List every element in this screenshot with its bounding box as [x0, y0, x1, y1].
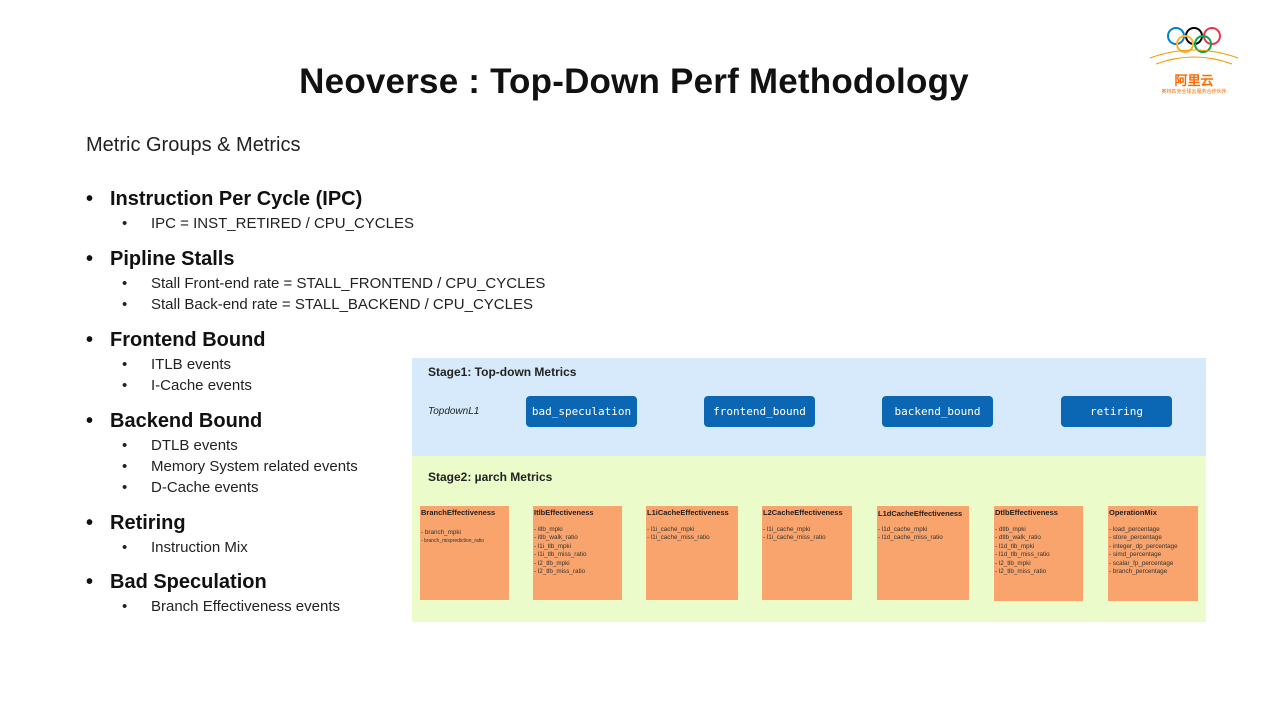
metric-group-title: DtlbEffectiveness	[995, 508, 1058, 517]
metric-pill-bad-speculation: bad_speculation	[526, 396, 637, 427]
slide-subtitle: Metric Groups & Metrics	[86, 134, 301, 156]
section-item: D-Cache events	[151, 479, 259, 496]
metric-item: - l1i_cache_miss_ratio	[763, 534, 826, 542]
section-item: Memory System related events	[151, 458, 358, 475]
aliyun-olympic-logo: 阿里云 奥林匹克全球云服务合作伙伴	[1146, 22, 1242, 102]
metric-group-title: ItlbEffectiveness	[534, 508, 594, 517]
section-pipeline-stalls: •Pipline Stalls •Stall Front-end rate = …	[86, 248, 546, 313]
section-heading: Bad Speculation	[110, 571, 267, 593]
metric-item: - simd_percentage	[1109, 551, 1162, 559]
slide-title: Neoverse : Top-Down Perf Methodology	[299, 62, 969, 101]
section-item: DTLB events	[151, 437, 238, 454]
metric-item: - l1i_tlb_miss_ratio	[534, 551, 587, 559]
metric-pill-frontend-bound: frontend_bound	[704, 396, 815, 427]
section-heading: Backend Bound	[110, 410, 263, 432]
metric-item: - l2_tlb_mpki	[534, 559, 570, 567]
section-item: Instruction Mix	[151, 539, 248, 556]
metric-item: - itlb_walk_ratio	[534, 534, 578, 542]
metric-group-l1i-cache-effectiveness: L1iCacheEffectiveness - l1i_cache_mpki -…	[646, 506, 738, 600]
metric-group-branch-effectiveness: BranchEffectiveness - branch_mpki - bran…	[420, 506, 509, 600]
section-heading: Retiring	[110, 512, 186, 534]
metric-group-operation-mix: OperationMix - load_percentage - store_p…	[1108, 506, 1198, 601]
metric-group-title: OperationMix	[1109, 508, 1157, 517]
section-item: Branch Effectiveness events	[151, 598, 340, 615]
section-heading: Instruction Per Cycle (IPC)	[110, 188, 363, 210]
section-bad-speculation: •Bad Speculation •Branch Effectiveness e…	[86, 571, 340, 615]
metric-item: - branch_misprediction_ratio	[421, 538, 485, 545]
metric-group-title: L1dCacheEffectiveness	[878, 509, 963, 518]
section-item: IPC = INST_RETIRED / CPU_CYCLES	[151, 215, 414, 232]
logo-text: 阿里云	[1174, 73, 1214, 88]
section-backend-bound: •Backend Bound •DTLB events •Memory Syst…	[86, 410, 358, 496]
metric-item: - dtlb_walk_ratio	[995, 534, 1041, 542]
stage2-title: Stage2: µarch Metrics	[428, 470, 553, 484]
metric-group-title: L2CacheEffectiveness	[763, 508, 843, 517]
section-item: Stall Back-end rate = STALL_BACKEND / CP…	[151, 296, 533, 313]
logo-tagline: 奥林匹克全球云服务合作伙伴	[1161, 89, 1227, 95]
metric-group-dtlb-effectiveness: DtlbEffectiveness - dtlb_mpki - dtlb_wal…	[994, 506, 1083, 601]
metric-group-l2-cache-effectiveness: L2CacheEffectiveness - l1i_cache_mpki - …	[762, 506, 852, 600]
olympic-rings-icon	[1149, 27, 1239, 65]
metric-item: - l1i_cache_miss_ratio	[647, 534, 710, 542]
metric-item: - itlb_mpki	[534, 526, 563, 533]
metric-group-title: BranchEffectiveness	[421, 508, 496, 517]
metric-item: - load_percentage	[1109, 526, 1160, 533]
section-item: I-Cache events	[151, 377, 252, 394]
metric-pill-backend-bound: backend_bound	[882, 396, 993, 427]
metric-group-itlb-effectiveness: ItlbEffectiveness - itlb_mpki - itlb_wal…	[533, 506, 622, 600]
section-ipc: •Instruction Per Cycle (IPC) •IPC = INST…	[86, 188, 414, 232]
metric-item: - l2_tlb_miss_ratio	[534, 568, 586, 576]
metric-item: - branch_percentage	[1109, 568, 1168, 576]
metric-item: - l2_tlb_miss_ratio	[995, 568, 1047, 576]
metric-group-title: L1iCacheEffectiveness	[647, 508, 729, 517]
section-item: ITLB events	[151, 356, 232, 373]
metric-item: - scalar_fp_percentage	[1109, 559, 1174, 567]
section-item: Stall Front-end rate = STALL_FRONTEND / …	[151, 275, 546, 292]
topdown-diagram: Stage1: Top-down Metrics TopdownL1 bad_s…	[412, 358, 1206, 622]
section-heading: Frontend Bound	[110, 329, 266, 351]
stage1-panel: Stage1: Top-down Metrics TopdownL1 bad_s…	[412, 358, 1206, 456]
metric-item: - dtlb_mpki	[995, 526, 1026, 533]
metric-group-l1d-cache-effectiveness: L1dCacheEffectiveness - l1d_cache_mpki -…	[877, 506, 969, 600]
topdown-row-label: TopdownL1	[428, 406, 480, 417]
metric-item: - l1d_cache_mpki	[878, 526, 928, 533]
metric-item: - l2_tlb_mpki	[995, 559, 1031, 567]
metric-item: - l1i_cache_mpki	[647, 526, 695, 533]
section-retiring: •Retiring •Instruction Mix	[86, 512, 248, 556]
metric-item: - branch_mpki	[421, 529, 461, 536]
metric-item: - l1i_cache_mpki	[763, 526, 811, 533]
stage1-title: Stage1: Top-down Metrics	[428, 365, 577, 379]
metric-item: - l1d_tlb_mpki	[995, 542, 1035, 550]
metric-item: - l1d_cache_miss_ratio	[878, 534, 943, 542]
metric-item: - store_percentage	[1109, 534, 1162, 542]
section-heading: Pipline Stalls	[110, 248, 235, 270]
section-frontend-bound: •Frontend Bound •ITLB events •I-Cache ev…	[86, 329, 266, 394]
metric-pill-retiring: retiring	[1061, 396, 1172, 427]
metric-item: - l1d_tlb_miss_ratio	[995, 551, 1050, 559]
metric-item: - integer_dp_percentage	[1109, 542, 1178, 550]
metric-item: - l1i_tlb_mpki	[534, 542, 572, 550]
